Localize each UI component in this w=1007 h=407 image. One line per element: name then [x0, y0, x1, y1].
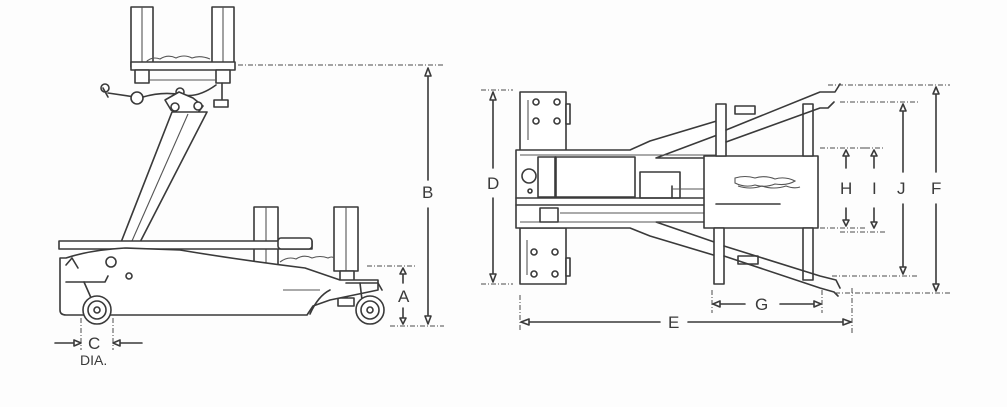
- label-c-dia: DIA.: [80, 352, 108, 368]
- dimension-f: [828, 84, 950, 292]
- dimension-a: [367, 265, 415, 325]
- label-j: J: [895, 179, 908, 198]
- label-a: A: [396, 287, 412, 306]
- dimension-j: [832, 101, 918, 277]
- label-i: I: [870, 179, 879, 198]
- dimension-g: [711, 290, 823, 313]
- label-e: E: [666, 313, 682, 332]
- label-b: B: [420, 183, 436, 202]
- dimension-b: [238, 64, 445, 327]
- label-f: F: [929, 179, 944, 198]
- dimension-d: [481, 89, 513, 285]
- label-d: D: [485, 174, 502, 193]
- dimension-h: [820, 147, 865, 229]
- dimension-c: [54, 318, 143, 350]
- lift-arm: [117, 111, 208, 251]
- label-h: H: [838, 179, 855, 198]
- dimension-i: [840, 147, 885, 233]
- handle: [58, 237, 313, 250]
- label-c: C: [86, 334, 103, 353]
- chassis: [59, 247, 385, 325]
- label-g: G: [753, 295, 771, 314]
- top-view-drawing: [515, 83, 841, 297]
- dimension-e: [519, 288, 950, 333]
- raised-saddle: [100, 6, 236, 117]
